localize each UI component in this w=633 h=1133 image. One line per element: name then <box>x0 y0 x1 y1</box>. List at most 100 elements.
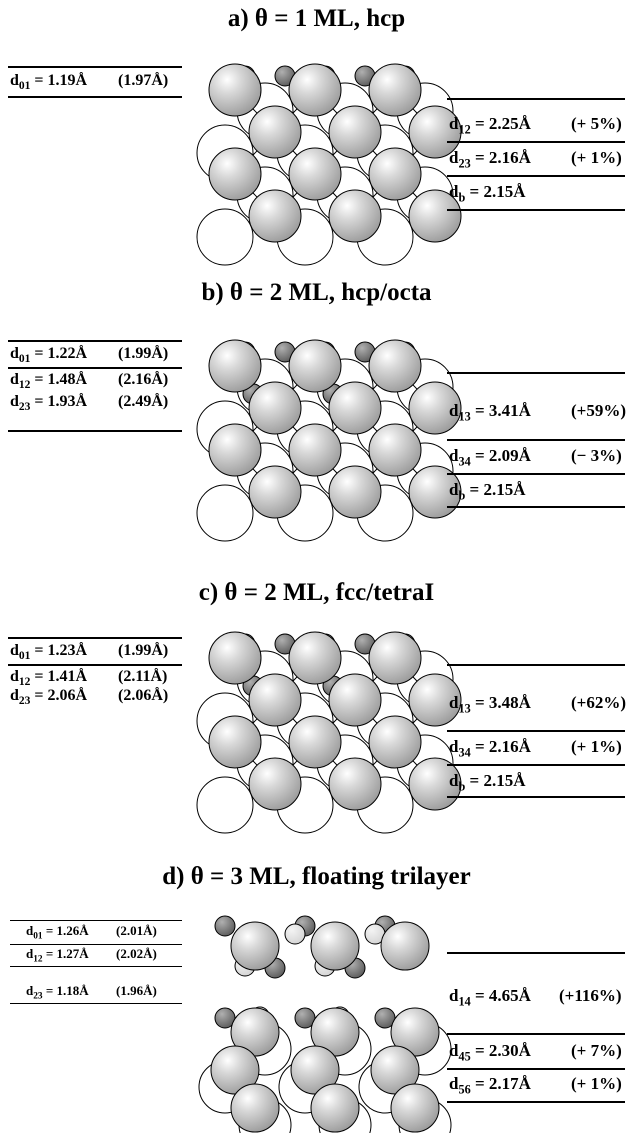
divider <box>447 764 625 766</box>
spacing-value-alt: (1.97Å) <box>118 72 169 89</box>
large-atom <box>208 147 262 201</box>
large-atom <box>288 631 342 685</box>
divider <box>447 1033 625 1035</box>
large-atom <box>408 189 462 243</box>
spacing-change: (+ 1%) <box>571 148 622 167</box>
spacing-change: (+ 1%) <box>571 1074 622 1093</box>
large-atom <box>408 381 462 435</box>
large-atom <box>390 1083 440 1133</box>
spacing-label: d12 = 1.48Å <box>10 371 88 392</box>
divider <box>447 952 625 954</box>
divider <box>447 372 625 374</box>
large-atom <box>248 757 302 811</box>
divider <box>10 944 182 945</box>
spacing-label: db = 2.15Å <box>449 480 526 503</box>
large-atom <box>230 1083 280 1133</box>
large-atom <box>208 715 262 769</box>
spacing-label: d34 = 2.16Å <box>449 737 531 760</box>
large-atom <box>310 921 360 971</box>
spacing-change: (+116%) <box>559 986 622 1005</box>
spacing-label: d45 = 2.30Å <box>449 1041 531 1064</box>
spacing-value-alt: (2.06Å) <box>118 687 169 704</box>
large-atom <box>328 381 382 435</box>
divider <box>10 966 182 967</box>
spacing-label: db = 2.15Å <box>449 771 526 794</box>
spacing-label: d13 = 3.48Å <box>449 693 531 716</box>
divider <box>8 430 182 432</box>
atom-structure-a <box>196 63 462 266</box>
large-atom <box>208 63 262 117</box>
large-atom <box>328 105 382 159</box>
spacing-label: d23 = 1.18Å <box>26 983 89 1002</box>
spacing-label: d23 = 1.93Å <box>10 393 88 414</box>
large-atom <box>380 921 430 971</box>
divider <box>447 506 625 508</box>
spacing-change: (+ 5%) <box>571 114 622 133</box>
divider <box>447 439 625 441</box>
spacing-value-alt: (2.01Å) <box>116 923 157 938</box>
panel-a-title: a) θ = 1 ML, hcp <box>227 5 406 32</box>
spacing-label: d23 = 2.06Å <box>10 687 88 708</box>
divider <box>447 209 625 211</box>
large-atom <box>248 105 302 159</box>
large-atom <box>310 1083 360 1133</box>
spacing-value-alt: (1.99Å) <box>118 345 169 362</box>
panel-b-title: b) θ = 2 ML, hcp/octa <box>201 279 432 306</box>
spacing-value-alt: (2.49Å) <box>118 393 169 410</box>
large-atom <box>208 423 262 477</box>
spacing-label: db = 2.15Å <box>449 182 526 205</box>
spacing-change: (+59%) <box>571 401 627 420</box>
divider <box>8 664 182 666</box>
divider <box>447 98 625 100</box>
dark-atom <box>214 915 236 937</box>
large-atom <box>368 147 422 201</box>
spacing-label: d12 = 1.41Å <box>10 668 88 689</box>
large-atom <box>368 423 422 477</box>
divider <box>8 340 182 342</box>
divider <box>447 473 625 475</box>
large-atom <box>208 339 262 393</box>
light-atom <box>284 923 306 945</box>
atom-structure-b <box>196 339 462 542</box>
divider <box>447 664 625 666</box>
spacing-label: d01 = 1.23Å <box>10 642 88 663</box>
large-atom <box>328 465 382 519</box>
divider <box>10 1003 182 1004</box>
large-atom <box>288 147 342 201</box>
spacing-label: d12 = 2.25Å <box>449 114 531 137</box>
open-atom <box>196 484 254 542</box>
large-atom <box>248 673 302 727</box>
large-atom <box>328 189 382 243</box>
divider <box>447 141 625 143</box>
spacing-value-alt: (1.99Å) <box>118 642 169 659</box>
atom-structure-d <box>198 915 452 1133</box>
large-atom <box>368 715 422 769</box>
large-atom <box>328 673 382 727</box>
divider <box>8 66 182 68</box>
spacing-change: (+ 7%) <box>571 1041 622 1060</box>
large-atom <box>248 381 302 435</box>
spacing-label: d01 = 1.22Å <box>10 345 88 366</box>
panel-d-title: d) θ = 3 ML, floating trilayer <box>162 863 471 890</box>
large-atom <box>328 757 382 811</box>
atom-structure-c <box>196 631 462 834</box>
spacing-label: d14 = 4.65Å <box>449 986 531 1009</box>
large-atom <box>408 105 462 159</box>
divider <box>8 96 182 98</box>
panel-c-title: c) θ = 2 ML, fcc/tetraI <box>198 579 435 606</box>
large-atom <box>408 673 462 727</box>
divider <box>447 1101 625 1103</box>
spacing-value-alt: (2.16Å) <box>118 371 169 388</box>
large-atom <box>248 465 302 519</box>
spacing-label: d56 = 2.17Å <box>449 1074 531 1097</box>
large-atom <box>368 63 422 117</box>
large-atom <box>408 465 462 519</box>
large-atom <box>248 189 302 243</box>
spacing-change: (+62%) <box>571 693 627 712</box>
spacing-change: (− 3%) <box>571 446 622 465</box>
large-atom <box>288 63 342 117</box>
spacing-label: d01 = 1.19Å <box>10 72 88 93</box>
large-atom <box>288 715 342 769</box>
divider <box>8 637 182 639</box>
divider <box>447 796 625 798</box>
